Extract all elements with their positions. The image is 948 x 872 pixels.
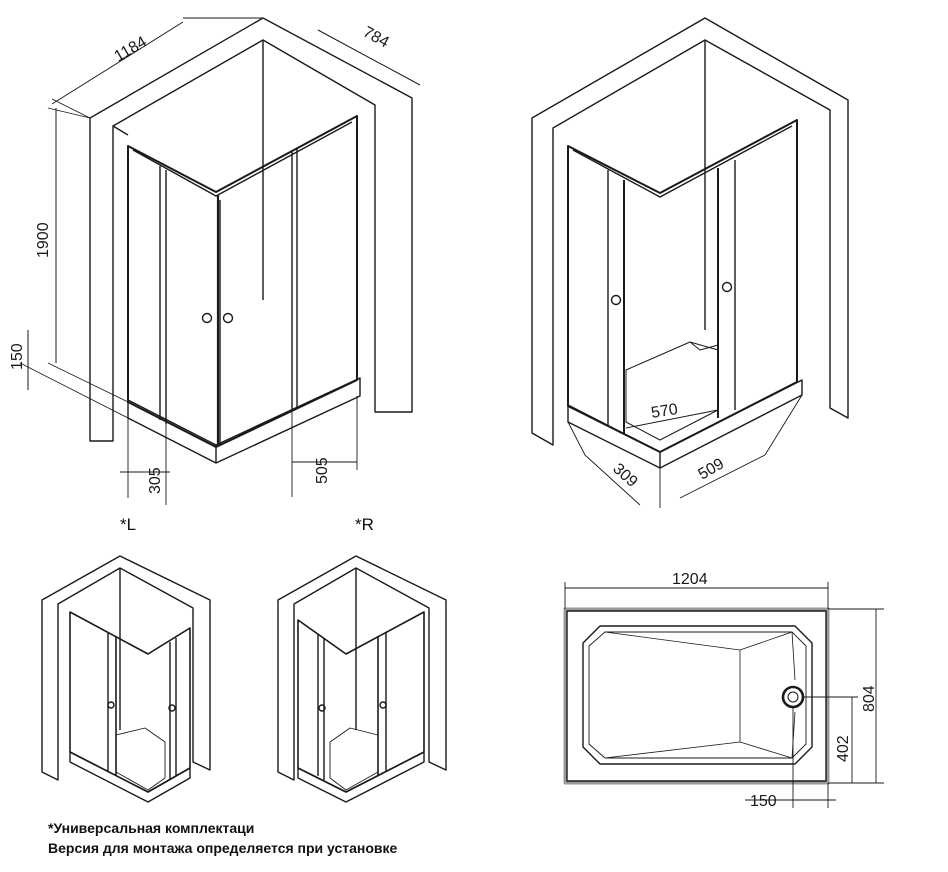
note-line-1: *Универсальная комплектаци — [48, 820, 255, 836]
tray-drain — [781, 685, 805, 709]
dim-side-right-509: 509 — [696, 455, 728, 483]
dim-entrance-570: 570 — [650, 401, 679, 422]
dim-width-1184: 1184 — [112, 33, 150, 65]
dim-tray-width-804: 804 — [861, 685, 878, 712]
tray-top-view — [563, 582, 884, 808]
variant-right-view — [277, 555, 447, 803]
dim-side-left-309: 309 — [609, 460, 640, 491]
dim-tray-length-1204: 1204 — [672, 571, 708, 588]
dim-door-right-505: 505 — [314, 457, 331, 484]
variant-left-view — [41, 555, 211, 803]
variant-right-label: *R — [355, 515, 374, 534]
dim-depth-784: 784 — [360, 24, 392, 52]
tray-outer-outline — [563, 607, 830, 785]
back-view — [531, 17, 849, 508]
front-view — [19, 17, 421, 505]
variant-left-label: *L — [120, 515, 137, 534]
back-wall-outline — [531, 17, 849, 446]
dim-drain-y-402: 402 — [835, 735, 852, 762]
tray-basin-outline — [582, 625, 813, 765]
note-line-2: Версия для монтажа определяется при уста… — [48, 840, 398, 856]
dim-height-1900: 1900 — [35, 222, 52, 258]
dim-door-left-305: 305 — [147, 467, 164, 494]
dim-tray-height-150: 150 — [9, 343, 26, 370]
front-wall-outline — [89, 17, 413, 442]
dim-drain-x-150: 150 — [750, 793, 777, 810]
